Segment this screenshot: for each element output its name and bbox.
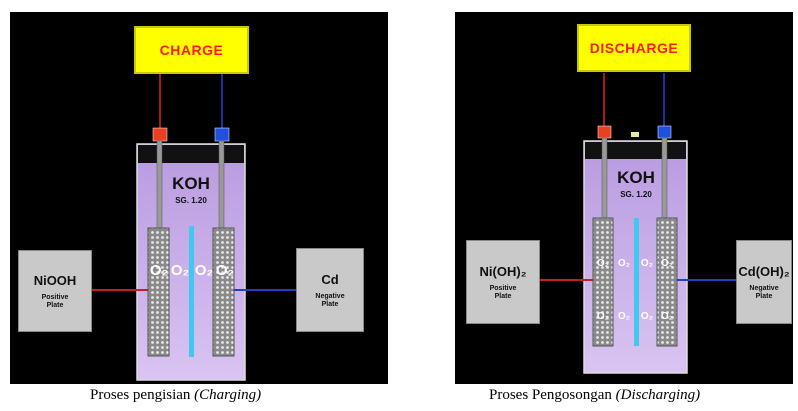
- charge-mode-label: CHARGE: [134, 26, 249, 74]
- oxygen-label-discharge-4: O₂: [660, 257, 674, 269]
- vent-cap-discharge: [631, 132, 639, 137]
- positive-terminal-discharge: [597, 125, 612, 139]
- negative-plate-box-charge: Cd Negative Plate: [296, 248, 364, 332]
- caption-charging-text: Proses pengisian: [90, 387, 191, 403]
- negative-terminal-discharge: [657, 125, 672, 139]
- oxygen-label-charge-1: O₂: [149, 261, 169, 279]
- negative-plate-name-charge: Cd: [321, 271, 339, 287]
- electrolyte-label-charge: KOH: [172, 174, 210, 193]
- negative-terminal-charge: [214, 127, 230, 142]
- positive-plate-box-charge: NiOOH Positive Plate: [18, 250, 92, 332]
- oxygen-label-charge-4: O₂: [215, 261, 235, 279]
- negative-plate-box-discharge: Cd(OH)₂ Negative Plate: [736, 240, 792, 324]
- positive-plate-box-discharge: Ni(OH)₂ Positive Plate: [466, 240, 540, 324]
- positive-plate-name-charge: NiOOH: [33, 272, 77, 288]
- negative-plate-charge: [212, 227, 235, 357]
- separator-discharge: [634, 218, 639, 346]
- oxygen-label-discharge-7: O₂: [640, 310, 654, 322]
- positive-plate-discharge: [592, 217, 614, 347]
- oxygen-label-discharge-8: O₂: [660, 310, 674, 322]
- negative-plate-sub-discharge: Negative Plate: [749, 284, 779, 300]
- separator-charge: [189, 226, 194, 357]
- oxygen-label-discharge-3: O₂: [640, 257, 654, 269]
- negative-plate-sub-charge: Negative Plate: [315, 292, 345, 308]
- discharge-mode-label: DISCHARGE: [577, 24, 691, 72]
- positive-plate-charge: [147, 227, 170, 357]
- caption-charging-italic: (Charging): [194, 387, 262, 403]
- oxygen-label-discharge-5: O₂: [596, 310, 610, 322]
- negative-plate-discharge: [656, 217, 678, 347]
- caption-charging: Proses pengisian (Charging): [90, 387, 261, 404]
- oxygen-label-charge-2: O₂: [170, 261, 190, 279]
- oxygen-label-discharge-1: O₂: [596, 257, 610, 269]
- oxygen-label-discharge-2: O₂: [617, 257, 631, 269]
- positive-plate-sub-discharge: Positive Plate: [489, 284, 517, 300]
- positive-terminal-charge: [152, 127, 168, 142]
- oxygen-label-discharge-6: O₂: [617, 310, 631, 322]
- positive-plate-sub-charge: Positive Plate: [41, 293, 69, 309]
- electrolyte-label-discharge: KOH: [617, 168, 655, 187]
- specific-gravity-label-charge: SG. 1.20: [175, 195, 207, 205]
- specific-gravity-label-discharge: SG. 1.20: [620, 189, 652, 199]
- caption-discharging-text: Proses Pengosongan: [489, 387, 612, 403]
- negative-plate-name-discharge: Cd(OH)₂: [738, 263, 790, 279]
- positive-plate-name-discharge: Ni(OH)₂: [479, 263, 527, 279]
- caption-discharging: Proses Pengosongan (Discharging): [489, 387, 700, 404]
- caption-discharging-italic: (Discharging): [615, 387, 701, 403]
- oxygen-label-charge-3: O₂: [194, 261, 214, 279]
